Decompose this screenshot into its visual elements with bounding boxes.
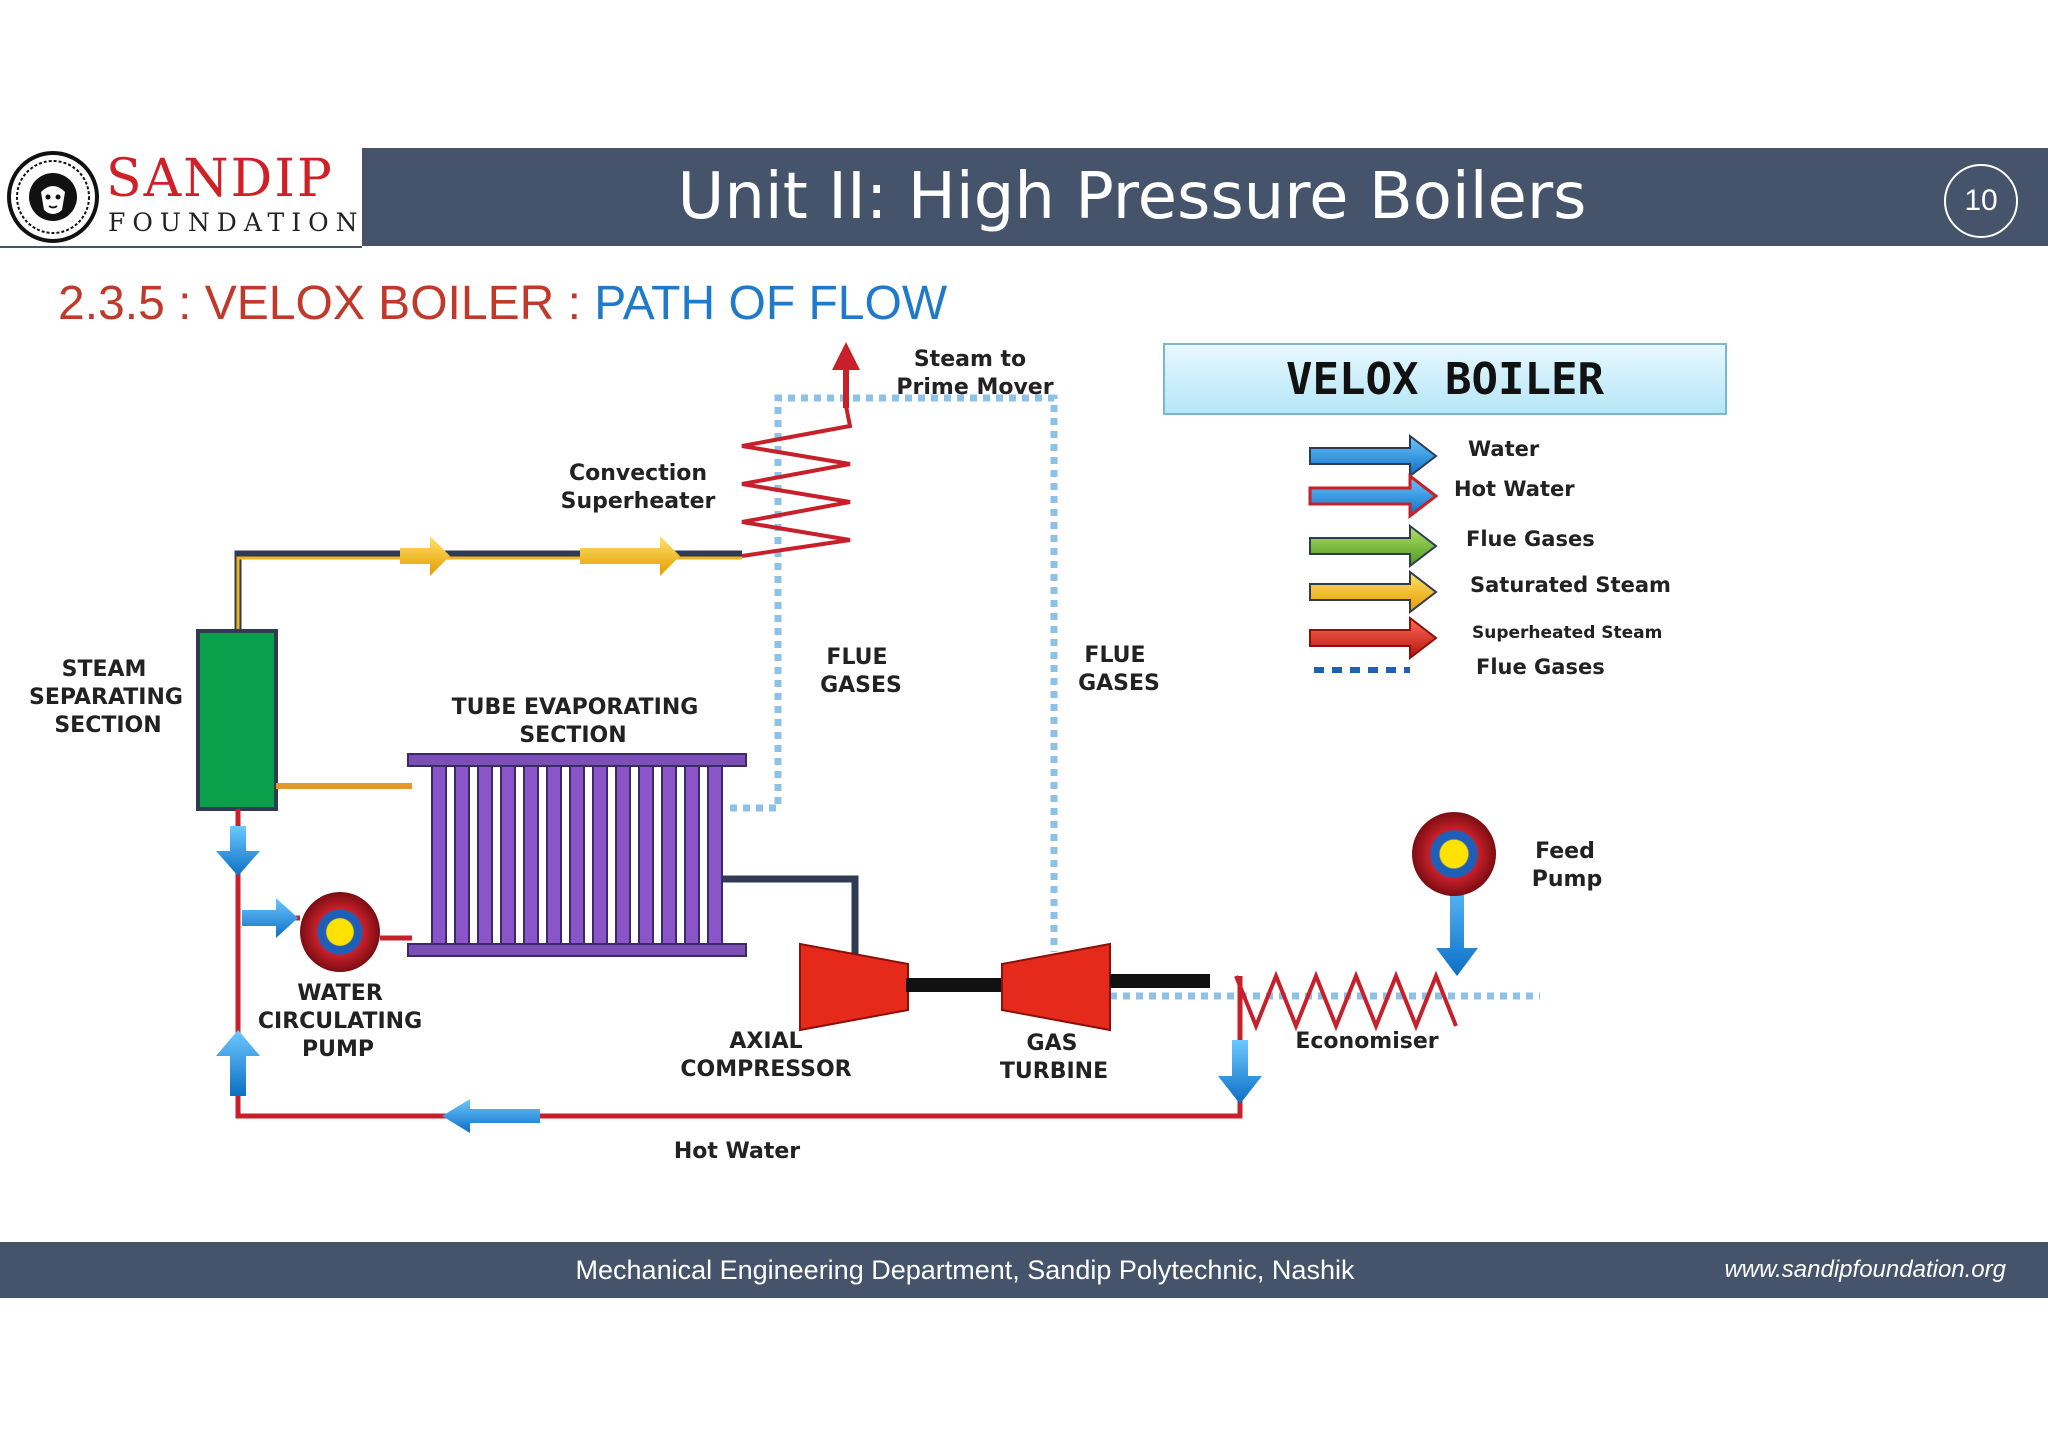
saturated-steam-arrow-2 [580, 536, 680, 576]
drum-down-water-arrow-icon [216, 826, 260, 876]
velox-boiler-diagram: Steam to Prime Mover Convection Superhea… [29, 342, 1727, 1164]
convection-superheater-coil [741, 405, 853, 558]
label-circulating: CIRCULATING [258, 1009, 422, 1034]
label-flue-a: FLUE [826, 645, 887, 670]
feed-water-down-arrow-icon [1436, 866, 1478, 976]
label-axial: AXIAL [729, 1029, 802, 1054]
label-water: WATER [297, 981, 383, 1006]
label-compressor: COMPRESSOR [680, 1057, 851, 1082]
water-flow-arrows [216, 826, 1478, 1133]
label-steam: STEAM [62, 657, 147, 682]
gas-turbine [1001, 942, 1111, 1032]
label-superheater: Superheater [561, 489, 716, 514]
steam-separating-drum [196, 629, 278, 811]
label-steam-to: Steam to [914, 347, 1026, 372]
label-turbine: TURBINE [1000, 1059, 1108, 1084]
section-heading-number: 2.3.5 : VELOX BOILER : [58, 277, 595, 330]
label-evaporating-section: SECTION [519, 723, 626, 748]
page-number-badge: 10 [1944, 164, 2018, 238]
logo-name: SANDIP [106, 149, 334, 209]
legend-water-arrow-icon [1309, 433, 1438, 479]
legend-label-flue-gases: Flue Gases [1466, 527, 1595, 551]
legend-label-water: Water [1468, 437, 1540, 461]
legend-superheated-steam-arrow-icon [1309, 615, 1438, 661]
turbine-compressor-shaft [906, 978, 1002, 992]
lion-logo-icon [7, 151, 99, 243]
economiser-down-water-arrow-icon [1218, 1040, 1262, 1104]
evaporator-to-compressor-duct [722, 875, 859, 956]
return-up-water-arrow-icon [216, 1030, 260, 1096]
label-separating: SEPARATING [29, 685, 183, 710]
tube-evaporating-section [407, 753, 747, 957]
legend-title-box [1163, 343, 1727, 415]
footer-bar [0, 1242, 2048, 1298]
saturated-steam-arrow-1 [400, 536, 450, 576]
legend-title: VELOX BOILER [1286, 354, 1604, 405]
pump-inlet-water-arrow-icon [242, 898, 298, 938]
legend-label-hot-water: Hot Water [1454, 477, 1575, 501]
label-gases-b: GASES [1078, 671, 1160, 696]
section-heading: 2.3.5 : VELOX BOILER : PATH OF FLOW [58, 272, 947, 336]
saturated-steam-line [234, 536, 742, 666]
label-hot-water: Hot Water [674, 1139, 800, 1164]
label-flue-b: FLUE [1084, 643, 1145, 668]
label-economiser: Economiser [1295, 1029, 1438, 1054]
label-tube-evaporating: TUBE EVAPORATING [452, 695, 699, 720]
turbine-output-shaft [1110, 974, 1210, 988]
label-gases-a: GASES [820, 673, 902, 698]
label-pump: PUMP [302, 1037, 374, 1062]
legend-hot-water-arrow-icon [1308, 472, 1439, 520]
label-feed-pump: Pump [1532, 867, 1602, 892]
legend-label-superheated-steam: Superheated Steam [1472, 623, 1662, 643]
hot-water-return-arrow-icon [442, 1099, 540, 1133]
label-separating-section: SECTION [54, 713, 161, 738]
footer-department: Mechanical Engineering Department, Sandi… [575, 1255, 1355, 1285]
label-feed: Feed [1535, 839, 1595, 864]
axial-compressor [799, 942, 909, 1032]
legend: VELOX BOILER Water Hot Water Flue Gases … [1163, 343, 1727, 679]
steam-outlet-arrow-icon [832, 342, 860, 370]
section-heading-topic: PATH OF FLOW [594, 277, 948, 330]
page-title: Unit II: High Pressure Boilers [677, 160, 1587, 234]
label-convection: Convection [569, 461, 707, 486]
legend-flue-gases-arrow-icon [1309, 523, 1438, 569]
legend-saturated-steam-arrow-icon [1309, 569, 1438, 615]
water-circulating-pump [300, 892, 380, 972]
diagram-labels: Steam to Prime Mover Convection Superhea… [29, 347, 1602, 1164]
legend-label-saturated-steam: Saturated Steam [1470, 573, 1671, 597]
feed-pump [1412, 812, 1496, 896]
footer-url[interactable]: www.sandipfoundation.org [1724, 1256, 2006, 1283]
logo-subtitle: FOUNDATION [108, 208, 365, 237]
legend-label-flue-gases-dotted: Flue Gases [1476, 655, 1605, 679]
label-prime-mover: Prime Mover [896, 375, 1053, 400]
label-gas: GAS [1027, 1031, 1078, 1056]
economiser-coil [1234, 970, 1458, 1032]
